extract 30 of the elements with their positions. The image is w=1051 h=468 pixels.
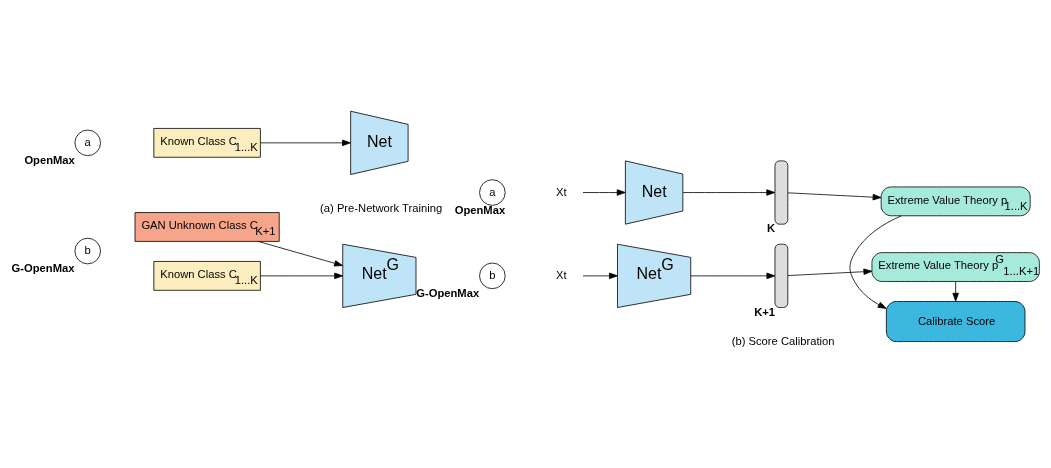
node-text: Xt <box>556 185 567 198</box>
node-label: G-OpenMax <box>11 262 75 275</box>
label: (a) Pre-Network Training <box>320 202 443 215</box>
arrow <box>682 189 776 196</box>
node-bar <box>774 243 789 308</box>
node-box: Net <box>625 160 684 225</box>
arrow <box>690 272 776 280</box>
node-circle: a <box>479 179 506 206</box>
node-bar <box>774 160 789 225</box>
arrow <box>787 192 882 201</box>
node-circle: b <box>479 262 506 290</box>
label: (b) Score Calibration <box>731 335 835 348</box>
arrow <box>260 139 351 147</box>
arrow <box>258 241 343 267</box>
node-circle: a <box>74 129 101 157</box>
node-circle: b <box>74 237 101 265</box>
node-label: K+1 <box>754 305 776 318</box>
node-text: Xt <box>556 268 567 281</box>
node-label: OpenMax <box>24 153 75 166</box>
node-label: G-OpenMax <box>416 286 480 299</box>
node-label: OpenMax <box>454 203 506 216</box>
node-label: K <box>766 222 776 235</box>
node-box: Net <box>350 110 409 175</box>
arrow <box>787 268 873 276</box>
node-box: Calibrate Score <box>885 301 1026 342</box>
arrow <box>849 215 902 309</box>
arrow <box>582 189 626 196</box>
arrow <box>952 281 959 302</box>
arrow <box>260 272 344 280</box>
arrow <box>582 272 618 280</box>
